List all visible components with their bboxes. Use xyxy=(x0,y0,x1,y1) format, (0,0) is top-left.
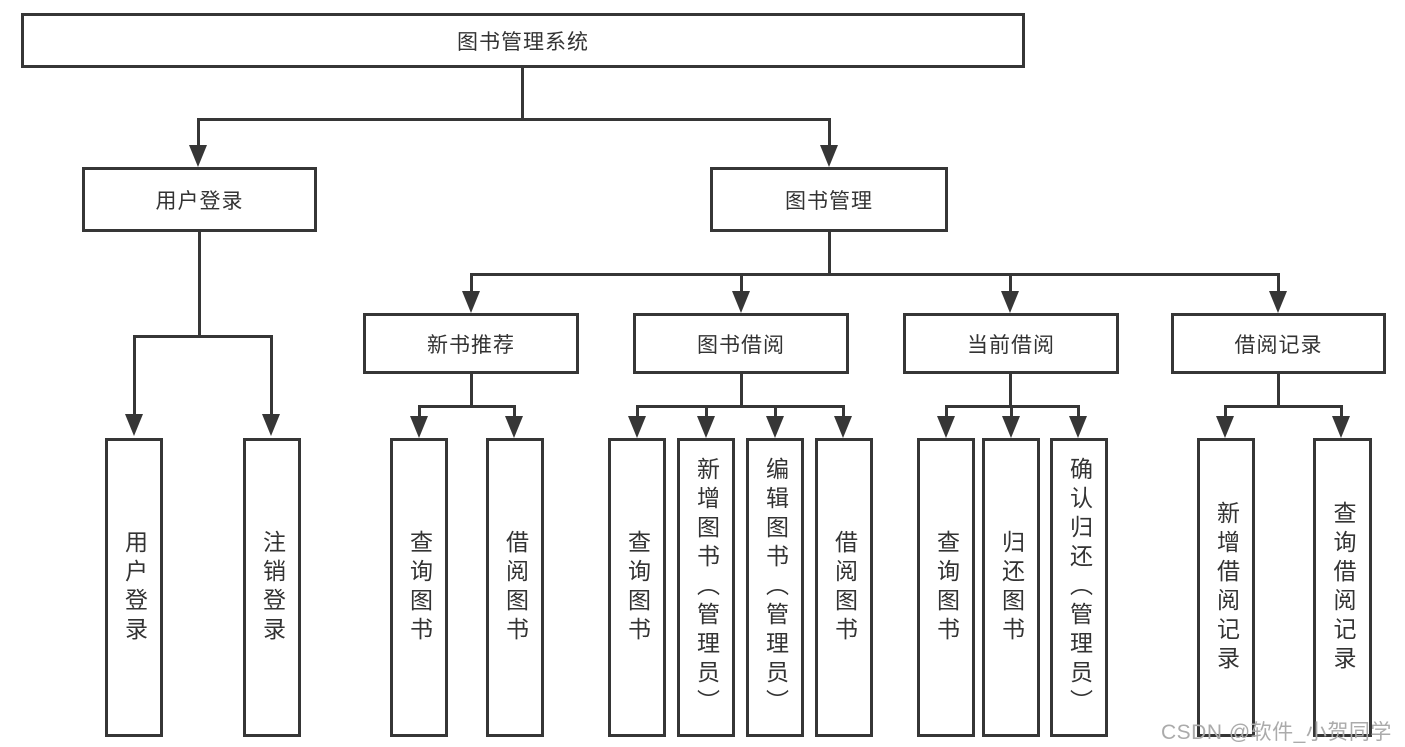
leaf-recommend-borrow-books-label: 借阅图书 xyxy=(502,529,529,646)
leaf-logout-label: 注销登录 xyxy=(259,529,286,646)
connector-level3-split xyxy=(470,273,1280,276)
leaf-recommend-borrow-books: 借阅图书 xyxy=(486,438,544,737)
node-borrow-records: 借阅记录 xyxy=(1171,313,1386,374)
connector-to-leaf xyxy=(1224,405,1227,417)
connector-user-login-split xyxy=(133,335,273,338)
node-book-management: 图书管理 xyxy=(710,167,948,232)
arrowhead-down-icon xyxy=(697,416,715,438)
arrowhead-down-icon xyxy=(1269,291,1287,313)
node-borrow-records-label: 借阅记录 xyxy=(1234,333,1323,357)
leaf-records-add-label: 新增借阅记录 xyxy=(1213,500,1240,675)
leaf-current-return-books-label: 归还图书 xyxy=(998,529,1025,646)
node-current-borrow-label: 当前借阅 xyxy=(967,333,1055,357)
connector-to-leaf xyxy=(1077,405,1080,417)
connector-root-stem xyxy=(521,68,524,120)
node-root: 图书管理系统 xyxy=(21,13,1025,68)
arrowhead-down-icon xyxy=(732,291,750,313)
arrowhead-down-icon xyxy=(766,416,784,438)
arrowhead-down-icon xyxy=(1216,416,1234,438)
arrowhead-down-icon xyxy=(628,416,646,438)
arrowhead-down-icon xyxy=(1069,416,1087,438)
leaf-borrow-edit-books-label: 编辑图书（管理员） xyxy=(762,457,789,718)
connector-to-leaf-user-login xyxy=(133,335,136,415)
connector-root-to-user-login xyxy=(197,118,200,146)
arrowhead-down-icon xyxy=(125,414,143,436)
node-current-borrow: 当前借阅 xyxy=(903,313,1119,374)
leaf-borrow-query-books: 查询图书 xyxy=(608,438,666,737)
connector-to-current-borrow xyxy=(1009,273,1012,291)
arrowhead-down-icon xyxy=(189,145,207,167)
connector-root-split xyxy=(197,118,831,121)
leaf-logout: 注销登录 xyxy=(243,438,301,737)
connector-root-to-book-management xyxy=(828,118,831,146)
node-book-borrow: 图书借阅 xyxy=(633,313,849,374)
connector-borrow-records-stem xyxy=(1277,374,1280,405)
node-user-login: 用户登录 xyxy=(82,167,317,232)
arrowhead-down-icon xyxy=(505,416,523,438)
arrowhead-down-icon xyxy=(937,416,955,438)
leaf-recommend-query-books: 查询图书 xyxy=(390,438,448,737)
leaf-current-return-books: 归还图书 xyxy=(982,438,1040,737)
connector-book-management-stem xyxy=(828,232,831,273)
leaf-borrow-borrow-books: 借阅图书 xyxy=(815,438,873,737)
arrowhead-down-icon xyxy=(834,416,852,438)
connector-user-login-stem xyxy=(198,232,201,335)
connector-to-new-book-recommend xyxy=(470,273,473,291)
leaf-current-query-books: 查询图书 xyxy=(917,438,975,737)
node-root-label: 图书管理系统 xyxy=(457,30,589,54)
connector-book-borrow-stem xyxy=(740,374,743,405)
leaf-borrow-edit-books: 编辑图书（管理员） xyxy=(746,438,804,737)
node-new-book-recommend: 新书推荐 xyxy=(363,313,579,374)
arrowhead-down-icon xyxy=(262,414,280,436)
arrowhead-down-icon xyxy=(462,291,480,313)
connector-to-leaf xyxy=(418,405,421,417)
node-new-book-recommend-label: 新书推荐 xyxy=(427,333,515,357)
connector-to-borrow-records xyxy=(1277,273,1280,291)
node-book-management-label: 图书管理 xyxy=(785,189,873,213)
node-book-borrow-label: 图书借阅 xyxy=(697,333,785,357)
leaf-borrow-query-books-label: 查询图书 xyxy=(624,529,651,646)
connector-new-book-recommend-stem xyxy=(470,374,473,405)
node-user-login-label: 用户登录 xyxy=(155,189,244,213)
arrowhead-down-icon xyxy=(1002,416,1020,438)
connector-to-leaf xyxy=(842,405,845,417)
leaf-user-login-label: 用户登录 xyxy=(121,529,148,646)
connector-to-book-borrow xyxy=(740,273,743,291)
leaf-current-confirm-return-label: 确认归还（管理员） xyxy=(1066,457,1093,718)
leaf-records-query-label: 查询借阅记录 xyxy=(1330,500,1356,675)
connector-to-leaf xyxy=(945,405,948,417)
connector-to-leaf xyxy=(1010,405,1013,417)
leaf-records-query: 查询借阅记录 xyxy=(1313,438,1372,737)
arrowhead-down-icon xyxy=(410,416,428,438)
leaf-recommend-query-books-label: 查询图书 xyxy=(406,529,433,646)
arrowhead-down-icon xyxy=(1332,416,1350,438)
connector-book-borrow-split xyxy=(636,405,845,408)
connector-to-leaf xyxy=(705,405,708,417)
connector-to-leaf xyxy=(636,405,639,417)
leaf-current-confirm-return: 确认归还（管理员） xyxy=(1050,438,1108,737)
arrowhead-down-icon xyxy=(1001,291,1019,313)
arrowhead-down-icon xyxy=(820,145,838,167)
connector-to-leaf xyxy=(513,405,516,417)
leaf-borrow-add-books: 新增图书（管理员） xyxy=(677,438,735,737)
connector-to-leaf-logout xyxy=(270,335,273,415)
leaf-records-add: 新增借阅记录 xyxy=(1197,438,1255,737)
leaf-current-query-books-label: 查询图书 xyxy=(933,529,960,646)
connector-current-borrow-stem xyxy=(1009,374,1012,405)
leaf-borrow-add-books-label: 新增图书（管理员） xyxy=(693,457,720,718)
connector-to-leaf xyxy=(1340,405,1343,417)
csdn-watermark: CSDN @软件_小贺同学 xyxy=(1161,721,1392,744)
leaf-borrow-borrow-books-label: 借阅图书 xyxy=(831,529,858,646)
connector-new-book-recommend-split xyxy=(418,405,516,408)
leaf-user-login: 用户登录 xyxy=(105,438,163,737)
connector-to-leaf xyxy=(774,405,777,417)
connector-borrow-records-split xyxy=(1224,405,1343,408)
